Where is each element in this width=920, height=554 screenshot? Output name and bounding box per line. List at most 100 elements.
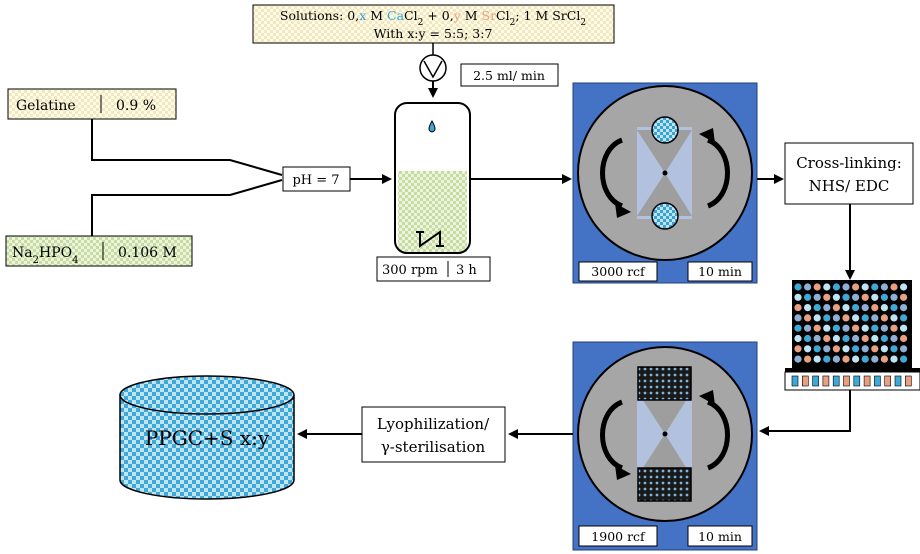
well-icon [852, 293, 860, 301]
strip-well-icon [812, 375, 819, 387]
well-icon [832, 324, 841, 332]
well-icon [832, 293, 841, 301]
well-icon [813, 304, 821, 312]
well-icon [813, 314, 821, 322]
well-icon [861, 283, 869, 291]
crosslink-line1: Cross-linking: [796, 154, 902, 172]
well-icon [871, 283, 879, 291]
well-icon [804, 314, 812, 322]
well-icon [804, 293, 812, 301]
well-icon [900, 324, 908, 332]
well-icon [871, 293, 879, 301]
strip-well-icon [884, 375, 892, 387]
reactor-vessel [394, 102, 471, 254]
rotation-arrow-icon [706, 137, 730, 209]
sr-symbol: Sr [482, 8, 497, 23]
well-icon [794, 345, 802, 353]
well-icon [890, 355, 898, 363]
plate-icon [637, 467, 692, 502]
well-icon [842, 304, 850, 312]
well-icon [832, 355, 841, 363]
strip-well-icon [904, 375, 912, 387]
reactor-settings-box: 300 rpm 3 h [376, 256, 491, 282]
well-icon [871, 324, 879, 332]
well-icon [813, 324, 821, 332]
well-icon [813, 334, 821, 343]
y-variable: y [453, 8, 462, 23]
strip-well-icon [894, 375, 902, 387]
well-icon [804, 334, 812, 343]
svg-text:2.5 ml/ min: 2.5 ml/ min [473, 68, 545, 83]
well-icon [861, 314, 869, 322]
phosphate-label: Na2HPO4 [12, 245, 78, 266]
solutions-box: Solutions: 0,x M CaCl2 + 0,y M SrCl2; 1 … [252, 4, 615, 44]
strip-well-icon [874, 375, 881, 387]
well-icon [794, 355, 802, 363]
well-icon [890, 314, 898, 322]
strip-well-icon [832, 375, 840, 387]
well-icon [890, 283, 898, 291]
solutions-ratio-line: With x:y = 5:5; 3:7 [374, 26, 493, 41]
sample-tube-icon [651, 116, 679, 144]
product-label: PPGC+S x:y [145, 426, 270, 450]
well-icon [823, 334, 831, 343]
centrifuge2-time: 10 min [698, 529, 742, 544]
well-icon [852, 283, 860, 291]
well-icon [871, 355, 879, 363]
well-icon [842, 355, 850, 363]
well-icon [813, 345, 821, 353]
well-icon [880, 324, 889, 332]
well-plate-icon [784, 280, 920, 391]
centrifuge-2: 1900 rcf 10 min [572, 341, 758, 551]
well-icon [880, 345, 889, 353]
well-icon [823, 345, 831, 353]
well-icon [823, 283, 831, 291]
reactor-time: 3 h [456, 263, 477, 278]
well-icon [823, 304, 831, 312]
well-icon [794, 283, 802, 291]
arrow-plate-to-centrifuge2 [759, 390, 851, 436]
phosphate-box: Na2HPO4 0.106 M [5, 235, 193, 267]
well-icon [813, 293, 821, 301]
lyophilization-line1: Lyophilization/ [377, 415, 490, 433]
well-icon [794, 334, 802, 343]
solutions-line1: Solutions: 0,x M CaCl2 + 0,y M SrCl2; 1 … [280, 8, 586, 28]
well-icon [880, 283, 889, 291]
well-icon [861, 304, 869, 312]
well-icon [900, 293, 908, 301]
well-icon [880, 293, 889, 301]
well-icon [842, 334, 850, 343]
crosslink-line2: NHS/ EDC [809, 177, 890, 195]
well-icon [842, 324, 850, 332]
well-icon [880, 334, 889, 343]
well-icon [852, 324, 860, 332]
reactor-speed: 300 rpm [382, 263, 438, 278]
merge-lines [91, 119, 283, 236]
well-icon [900, 314, 908, 322]
x-variable: x [359, 8, 366, 23]
product-cylinder-icon: PPGC+S x:y [119, 375, 295, 500]
well-icon [813, 355, 821, 363]
well-icon [880, 314, 889, 322]
centrifuge1-force: 3000 rcf [591, 264, 646, 279]
well-icon [832, 304, 841, 312]
well-icon [861, 293, 869, 301]
strip-well-icon [822, 375, 830, 387]
rotation-arrow-icon [600, 137, 624, 209]
strip-well-icon [801, 375, 809, 387]
phosphate-conc: 0.106 M [118, 245, 177, 261]
gelatine-box: Gelatine 0.9 % [7, 88, 177, 120]
well-icon [794, 293, 802, 301]
well-icon [852, 355, 860, 363]
well-icon [794, 314, 802, 322]
well-icon [794, 324, 802, 332]
well-icon [861, 334, 869, 343]
strip-well-icon [853, 375, 861, 387]
well-icon [804, 304, 812, 312]
lyophilization-box: Lyophilization/ γ-sterilisation [361, 406, 506, 463]
well-icon [871, 345, 879, 353]
well-icon [842, 345, 850, 353]
well-icon [890, 293, 898, 301]
centrifuge-1: 3000 rcf 10 min [572, 82, 758, 284]
well-icon [852, 345, 860, 353]
